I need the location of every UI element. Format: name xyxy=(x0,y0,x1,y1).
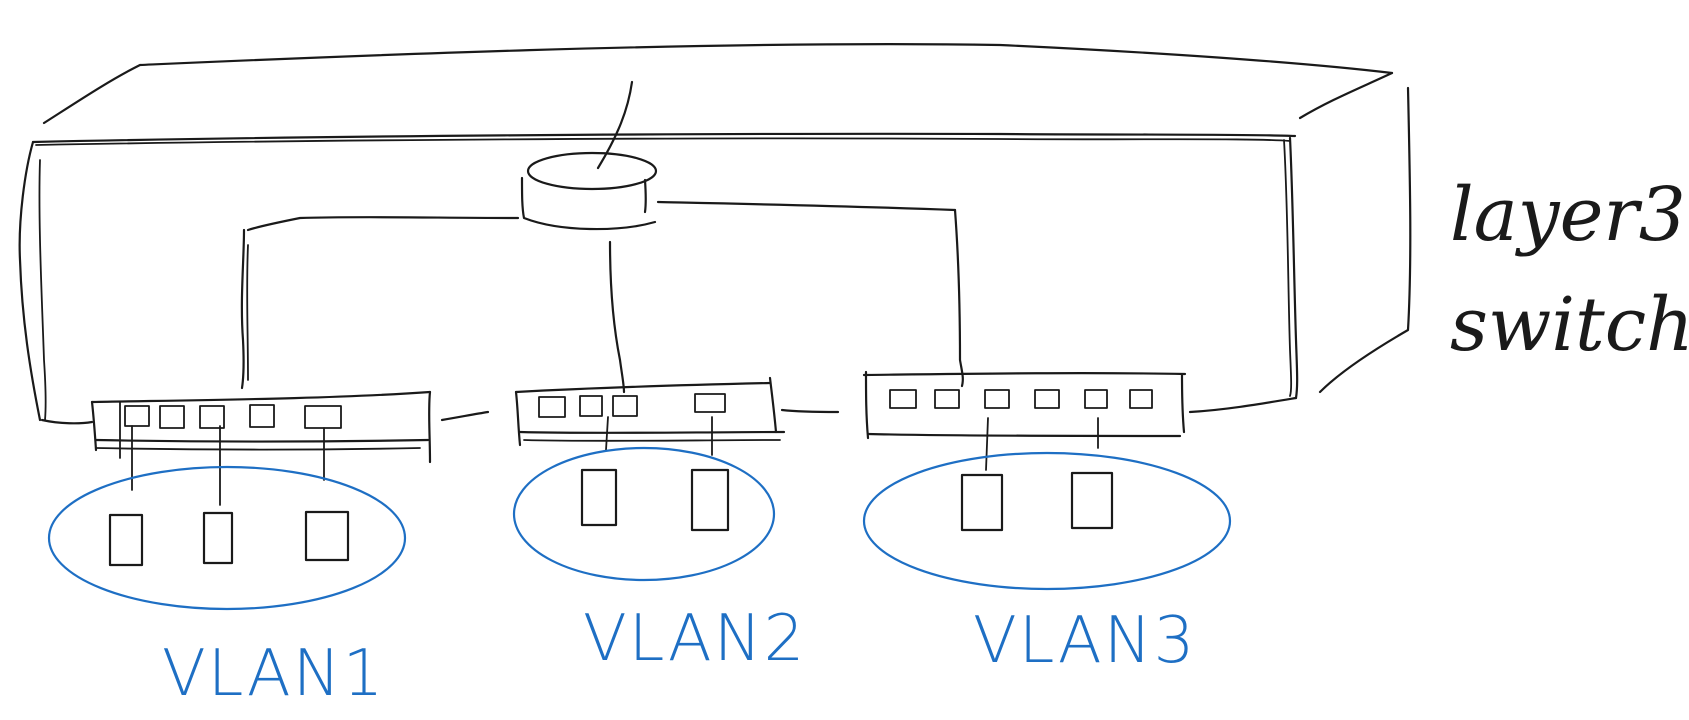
vlan1-hosts xyxy=(47,425,407,611)
vlan3-label: VLAN3 xyxy=(973,604,1196,678)
host-icon xyxy=(108,513,144,567)
switch-icon xyxy=(90,390,432,464)
switch-icon xyxy=(514,376,786,447)
host-icon xyxy=(304,510,350,562)
switch-icon xyxy=(862,370,1187,440)
vlan3-hosts xyxy=(862,417,1232,591)
device-label-line1: layer3 xyxy=(1450,172,1686,258)
host-icon xyxy=(960,473,1004,532)
device-label-line2: switch xyxy=(1450,282,1689,368)
router-links xyxy=(240,200,964,394)
vlan1-label: VLAN1 xyxy=(162,637,385,711)
router-icon xyxy=(520,80,658,231)
vlan2-label: VLAN2 xyxy=(583,602,806,676)
vlan2-hosts xyxy=(512,416,776,582)
layer3-switch-enclosure xyxy=(18,43,1412,425)
vlan3-ellipse xyxy=(862,451,1232,591)
vlan1-ellipse xyxy=(47,465,407,611)
host-icon xyxy=(202,511,234,565)
host-icon xyxy=(690,468,730,532)
switch-links xyxy=(440,408,840,422)
host-icon xyxy=(580,468,618,527)
host-icon xyxy=(1070,471,1114,530)
vlan2-ellipse xyxy=(512,446,776,582)
